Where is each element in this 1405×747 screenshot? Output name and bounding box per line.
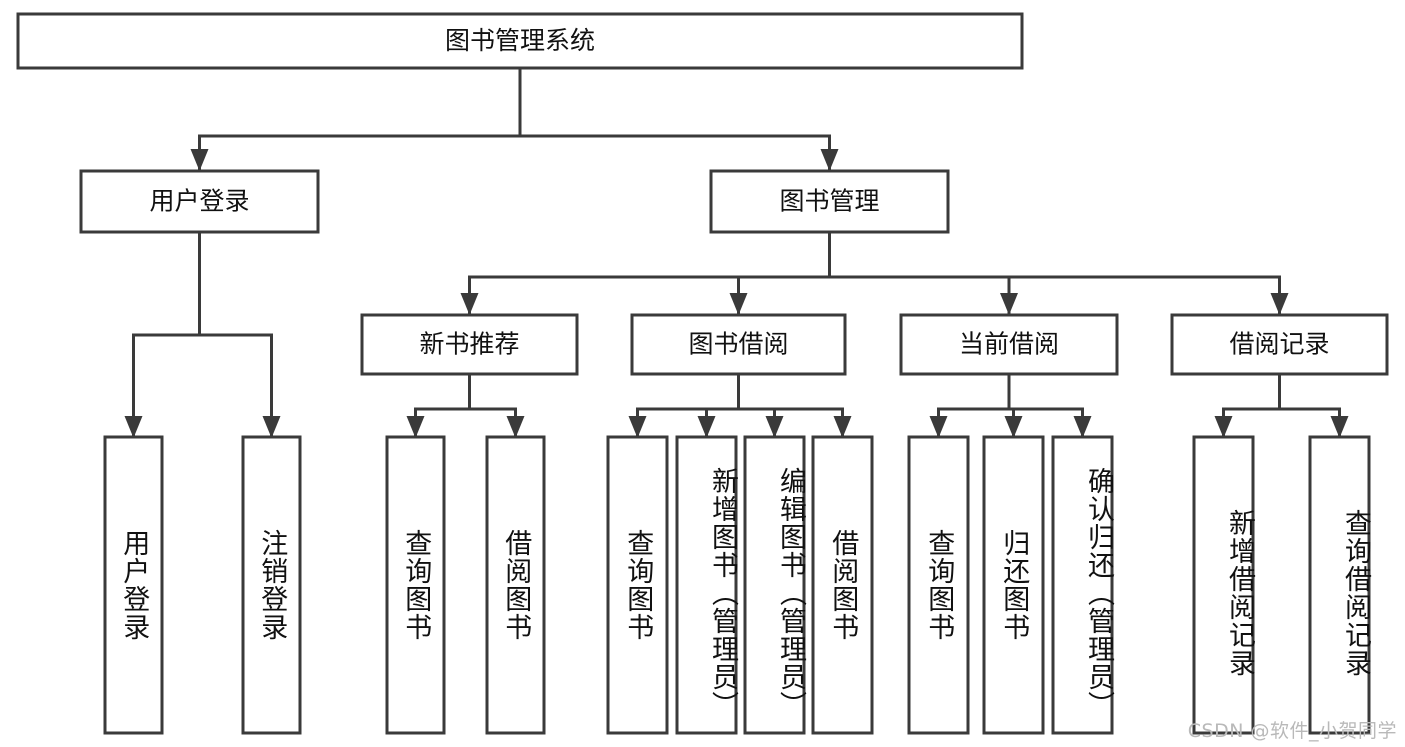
arrow-head [506,416,525,438]
node-label-n-book-borrow: 图书借阅 [688,330,788,359]
arrow-head [1330,416,1349,438]
node-box-leaf-query-record[interactable] [1308,435,1371,735]
arrow-head [406,416,425,438]
node-box-leaf-edit-book[interactable] [743,435,806,735]
node-box-n-book-borrow[interactable] [630,313,847,376]
node-box-leaf-borrow-book-2[interactable] [811,435,874,735]
arrow-head [1000,293,1018,315]
node-label-n-new-book-rec: 新书推荐 [419,330,519,359]
node-box-leaf-user-login[interactable] [103,435,164,735]
arrow-head [1214,416,1233,438]
arrow-head [1004,416,1023,438]
node-label-n-current-borrow: 当前借阅 [959,330,1059,359]
arrow-head [765,416,784,438]
node-box-leaf-query-book-2[interactable] [606,435,669,735]
node-box-leaf-return-book[interactable] [982,435,1045,735]
node-box-layer [16,12,1389,735]
node-box-n-book-manage[interactable] [709,169,950,234]
node-box-root[interactable] [16,12,1024,70]
node-box-leaf-logout[interactable] [241,435,302,735]
node-box-leaf-borrow-book-1[interactable] [485,435,546,735]
arrow-head [1073,416,1092,438]
arrow-head [929,416,948,438]
arrow-head [697,416,716,438]
node-label-n-borrow-record: 借阅记录 [1229,330,1329,359]
connector-layer [124,66,1349,438]
node-box-n-borrow-record[interactable] [1170,313,1389,376]
arrow-head [820,149,839,171]
node-box-leaf-query-book-1[interactable] [385,435,446,735]
node-box-leaf-add-book[interactable] [675,435,738,735]
node-box-leaf-confirm-return[interactable] [1051,435,1114,735]
node-label-root: 图书管理系统 [445,26,595,55]
node-box-n-new-book-rec[interactable] [360,313,579,376]
arrow-head [833,416,852,438]
node-label-n-book-manage: 图书管理 [779,187,879,216]
node-box-n-current-borrow[interactable] [899,313,1119,376]
arrow-head [1270,293,1289,315]
arrow-head [124,416,143,438]
arrow-head [729,293,748,315]
arrow-head [262,416,281,438]
watermark-text: CSDN @软件_小贺同学 [1187,720,1397,742]
node-label-n-user-login: 用户登录 [149,187,249,216]
node-box-leaf-query-book-3[interactable] [907,435,970,735]
arrow-head [628,416,647,438]
node-box-leaf-add-record[interactable] [1192,435,1255,735]
arrow-head [460,293,479,315]
arrow-head [190,149,209,171]
node-box-n-user-login[interactable] [79,169,320,234]
